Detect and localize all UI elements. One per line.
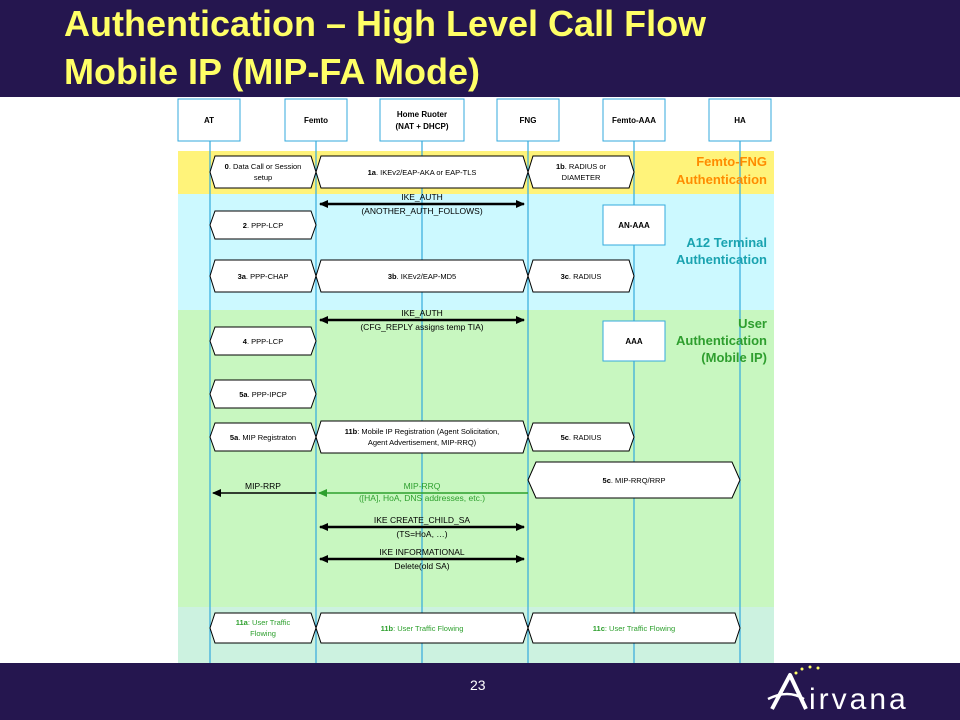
ike-auth-arrow-2: IKE_AUTH (CFG_REPLY assigns temp TIA) [319, 308, 525, 332]
entity-label: Femto [304, 116, 328, 125]
entity-label: Femto-AAA [612, 116, 656, 125]
section-labels: Femto-FNG Authentication A12 Terminal Au… [676, 154, 767, 365]
svg-text:AAA: AAA [625, 337, 643, 346]
msg-11c: 11c: User Traffic Flowing [527, 612, 741, 644]
msg-3a: 3a. PPP-CHAP [209, 259, 317, 293]
mip-rrp-arrow: MIP-RRP [212, 481, 316, 497]
svg-text:Delete(old SA): Delete(old SA) [394, 561, 449, 571]
svg-text:IKE CREATE_CHILD_SA: IKE CREATE_CHILD_SA [374, 515, 471, 525]
svg-text:5a. MIP Registraton: 5a. MIP Registraton [230, 433, 296, 442]
svg-text:4. PPP-LCP: 4. PPP-LCP [243, 337, 283, 346]
airvana-logo: irvana [767, 665, 909, 716]
logo-swoosh-icon [767, 692, 805, 701]
svg-text:5c. MIP-RRQ/RRP: 5c. MIP-RRQ/RRP [603, 476, 666, 485]
svg-text:AN-AAA: AN-AAA [618, 221, 650, 230]
entity-ha: HA [708, 98, 772, 142]
svg-text:([HA], HoA, DNS addresses, etc: ([HA], HoA, DNS addresses, etc.) [359, 493, 485, 503]
an-aaa-box: AN-AAA [602, 204, 666, 246]
svg-text:MIP-RRP: MIP-RRP [245, 481, 281, 491]
msg-5c-radius: 5c. RADIUS [527, 422, 635, 452]
svg-text:IKE_AUTH: IKE_AUTH [401, 192, 443, 202]
msg-11b-registration: 11b: Mobile IP Registration (Agent Solic… [315, 420, 529, 454]
svg-text:IKE INFORMATIONAL: IKE INFORMATIONAL [379, 547, 465, 557]
call-flow-diagram: AT Femto Home Ruoter (NAT + DHCP) FNG Fe… [177, 98, 774, 663]
msg-5a-ipcp: 5a. PPP-IPCP [209, 379, 317, 409]
msg-5c-mip: 5c. MIP-RRQ/RRP [527, 461, 741, 499]
entity-femto: Femto [284, 98, 348, 142]
msg-3b: 3b. IKEv2/EAP-MD5 [315, 259, 529, 293]
ike-informational-arrow: IKE INFORMATIONAL Delete(old SA) [319, 547, 525, 571]
entity-home-router: Home Ruoter (NAT + DHCP) [379, 98, 465, 142]
mip-rrq-arrow: MIP-RRQ ([HA], HoA, DNS addresses, etc.) [318, 481, 528, 503]
femto-fng-label-2: Authentication [676, 172, 767, 187]
svg-text:11b: User Traffic Flowing: 11b: User Traffic Flowing [381, 624, 464, 633]
entity-at: AT [177, 98, 241, 142]
entity-label: AT [204, 116, 214, 125]
entity-fng: FNG [496, 98, 560, 142]
svg-text:(TS=HoA, …): (TS=HoA, …) [396, 529, 447, 539]
page-subtitle: Mobile IP (MIP-FA Mode) [64, 51, 480, 92]
svg-text:(ANOTHER_AUTH_FOLLOWS): (ANOTHER_AUTH_FOLLOWS) [361, 206, 483, 216]
svg-text:11c: User Traffic Flowing: 11c: User Traffic Flowing [593, 624, 675, 633]
svg-text:2. PPP-LCP: 2. PPP-LCP [243, 221, 283, 230]
user-label: User [738, 316, 767, 331]
msg-1b: 1b. RADIUS or DIAMETER [527, 155, 635, 189]
svg-text:11b: Mobile IP Registration (A: 11b: Mobile IP Registration (Agent Solic… [345, 427, 500, 436]
msg-4: 4. PPP-LCP [209, 326, 317, 356]
svg-text:11a: User Traffic: 11a: User Traffic [236, 618, 291, 627]
msg-11a: 11a: User Traffic Flowing [209, 612, 317, 644]
svg-text:setup: setup [254, 173, 272, 182]
svg-text:5c. RADIUS: 5c. RADIUS [561, 433, 602, 442]
svg-text:DIAMETER: DIAMETER [562, 173, 601, 182]
title-band [0, 0, 960, 97]
msg-2: 2. PPP-LCP [209, 210, 317, 240]
aaa-box: AAA [602, 320, 666, 362]
a12-label-2: Authentication [676, 252, 767, 267]
msg-11b: 11b: User Traffic Flowing [315, 612, 529, 644]
page-number: 23 [470, 677, 486, 693]
svg-text:IKE_AUTH: IKE_AUTH [401, 308, 443, 318]
user-label-2: Authentication [676, 333, 767, 348]
svg-text:1b. RADIUS or: 1b. RADIUS or [556, 162, 607, 171]
logo-a-icon [770, 673, 808, 710]
femto-fng-label: Femto-FNG [696, 154, 767, 169]
msg-3c: 3c. RADIUS [527, 259, 635, 293]
svg-text:Flowing: Flowing [250, 629, 276, 638]
lifelines [209, 141, 741, 663]
msg-0: 0. Data Call or Session setup [209, 155, 317, 189]
footer-band: 23 irvana [0, 663, 960, 720]
svg-text:MIP-RRQ: MIP-RRQ [404, 481, 441, 491]
ike-auth-arrow-1: IKE_AUTH (ANOTHER_AUTH_FOLLOWS) [319, 192, 525, 216]
svg-text:3a. PPP-CHAP: 3a. PPP-CHAP [238, 272, 289, 281]
svg-text:(CFG_REPLY assigns temp TIA): (CFG_REPLY assigns temp TIA) [360, 322, 483, 332]
entity-femto-aaa: Femto-AAA [602, 98, 666, 142]
user-label-3: (Mobile IP) [701, 350, 767, 365]
a12-label: A12 Terminal [686, 235, 767, 250]
msg-1a: 1a. IKEv2/EAP-AKA or EAP-TLS [315, 155, 529, 189]
svg-text:5a. PPP-IPCP: 5a. PPP-IPCP [239, 390, 287, 399]
entity-label-2: (NAT + DHCP) [396, 122, 449, 131]
logo-text: irvana [809, 683, 909, 716]
msg-5a-mip: 5a. MIP Registraton [209, 422, 317, 452]
entity-label: FNG [520, 116, 537, 125]
entity-label: Home Ruoter [397, 110, 447, 119]
svg-text:Agent Advertisement, MIP-RRQ): Agent Advertisement, MIP-RRQ) [368, 438, 477, 447]
svg-text:3b. IKEv2/EAP-MD5: 3b. IKEv2/EAP-MD5 [388, 272, 456, 281]
svg-text:3c. RADIUS: 3c. RADIUS [561, 272, 602, 281]
svg-text:0. Data Call or Session: 0. Data Call or Session [225, 162, 302, 171]
svg-text:1a. IKEv2/EAP-AKA or EAP-TLS: 1a. IKEv2/EAP-AKA or EAP-TLS [368, 168, 477, 177]
page-title: Authentication – High Level Call Flow [64, 3, 707, 44]
entity-label: HA [734, 116, 746, 125]
ike-create-child-sa-arrow: IKE CREATE_CHILD_SA (TS=HoA, …) [319, 515, 525, 539]
